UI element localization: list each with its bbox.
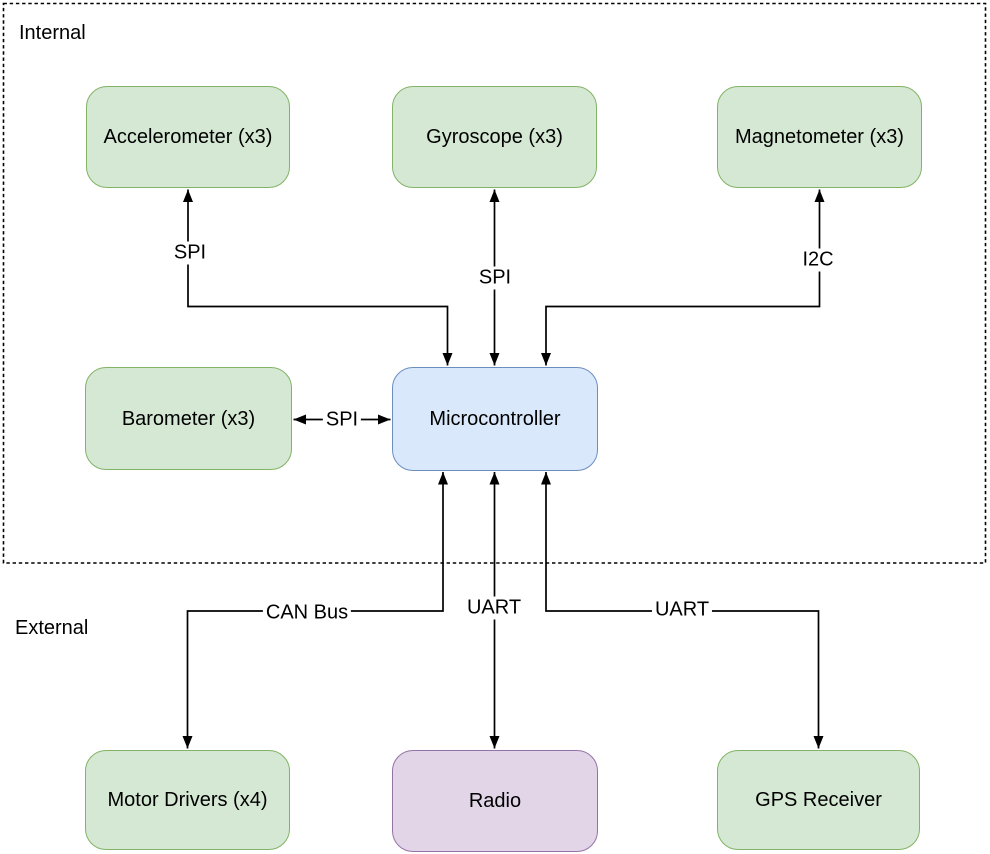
node-barometer: Barometer (x3)	[85, 367, 292, 470]
node-magnetometer: Magnetometer (x3)	[717, 86, 922, 188]
internal-region-boundary	[2, 2, 987, 564]
edge-label-gyroscope-spi: SPI	[475, 266, 515, 290]
external-region-label: External	[15, 617, 89, 639]
edge-label-barometer-spi: SPI	[322, 408, 362, 432]
edge-label-magnetometer-i2c: I2C	[799, 248, 837, 272]
edge-label-gps-uart: UART	[651, 598, 713, 622]
node-gps-receiver-label: GPS Receiver	[755, 789, 882, 811]
node-gps-receiver: GPS Receiver	[717, 750, 920, 850]
node-magnetometer-label: Magnetometer (x3)	[735, 126, 904, 148]
edge-accelerometer-microcontroller	[183, 189, 453, 366]
node-gyroscope-label: Gyroscope (x3)	[426, 126, 563, 148]
node-accelerometer: Accelerometer (x3)	[86, 86, 290, 188]
internal-region-label: Internal	[19, 22, 86, 44]
node-microcontroller: Microcontroller	[392, 367, 598, 471]
edge-label-radio-uart: UART	[463, 596, 525, 620]
edge-label-accelerometer-spi: SPI	[170, 241, 210, 265]
node-motor-drivers-label: Motor Drivers (x4)	[107, 789, 268, 811]
edge-label-can-bus: CAN Bus	[262, 601, 352, 625]
node-microcontroller-label: Microcontroller	[429, 408, 561, 430]
edge-magnetometer-microcontroller	[541, 189, 825, 366]
node-radio-label: Radio	[468, 790, 522, 812]
node-motor-drivers: Motor Drivers (x4)	[85, 750, 290, 850]
node-radio: Radio	[392, 750, 598, 852]
node-accelerometer-label: Accelerometer (x3)	[103, 126, 273, 148]
node-gyroscope: Gyroscope (x3)	[392, 86, 597, 188]
node-barometer-label: Barometer (x3)	[121, 407, 256, 430]
